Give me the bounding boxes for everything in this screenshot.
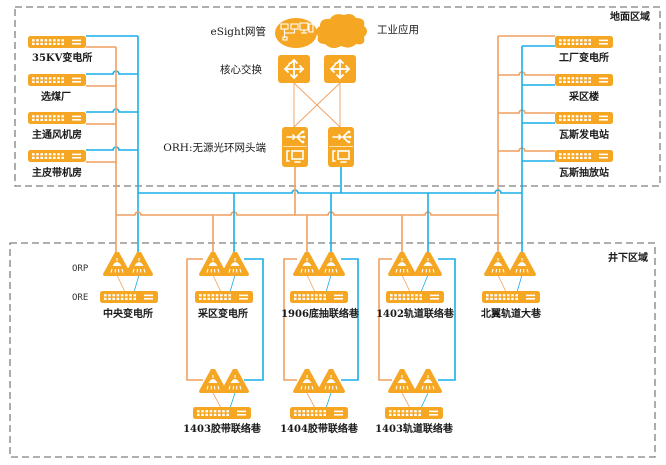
orp-splitter-icon xyxy=(220,368,250,394)
surface-zone-border xyxy=(14,6,661,187)
site-label: 35KV变电所 xyxy=(32,53,93,64)
switch-icon xyxy=(28,112,86,124)
site-label: 瓦斯发电站 xyxy=(559,130,609,141)
ore-switch-icon xyxy=(100,291,158,303)
site-label: 选煤厂 xyxy=(41,92,71,103)
orh-head-end-icon xyxy=(327,126,355,168)
ore-switch-icon xyxy=(290,291,348,303)
core-switch-label: 核心交换 xyxy=(220,64,262,76)
site-label: 主皮带机房 xyxy=(32,168,82,179)
ore-switch-icon xyxy=(386,291,444,303)
ring-buses xyxy=(116,167,522,252)
orp-splitter-icon xyxy=(387,251,417,277)
switch-icon xyxy=(555,150,613,162)
surface-left-links xyxy=(86,35,139,252)
orp-splitter-icon xyxy=(292,368,322,394)
switch-icon xyxy=(555,74,613,86)
industrial-app-cloud-icon xyxy=(315,14,367,49)
surface-zone-label: 地面区域 xyxy=(610,12,650,23)
switch-icon xyxy=(28,150,86,162)
site-label: 工厂变电所 xyxy=(559,53,609,64)
surface-right-links xyxy=(497,35,555,252)
site-label: 1402轨道联络巷 xyxy=(376,309,454,320)
orp-splitter-icon xyxy=(316,368,346,394)
orp-splitter-icon xyxy=(220,251,250,277)
orp-splitter-icon xyxy=(316,251,346,277)
orp-splitter-icon xyxy=(292,251,322,277)
ore-switch-icon xyxy=(482,291,540,303)
site-label: 北翼轨道大巷 xyxy=(481,309,541,320)
orp-splitter-icon xyxy=(507,251,537,277)
core-cross-links xyxy=(293,82,341,128)
orp-legend-label: ORP xyxy=(72,264,89,274)
switch-icon xyxy=(28,36,86,48)
site-label: 瓦斯抽放站 xyxy=(559,168,609,179)
ore-switch-icon xyxy=(385,407,443,419)
esight-nms-icon xyxy=(275,18,317,48)
orp-splitter-icon xyxy=(413,368,443,394)
site-label: 1906底抽联络巷 xyxy=(281,309,359,320)
orh-head-end-icon xyxy=(281,126,309,168)
industrial-app-label: 工业应用 xyxy=(377,24,419,36)
ore-legend-label: ORE xyxy=(72,293,89,303)
site-label: 中央变电所 xyxy=(103,309,153,320)
orp-splitter-icon xyxy=(387,368,417,394)
site-label: 主通风机房 xyxy=(32,130,82,141)
switch-icon xyxy=(555,112,613,124)
underground-zone-border xyxy=(9,242,656,458)
orp-splitter-icon xyxy=(483,251,513,277)
ore-switch-icon xyxy=(193,407,251,419)
underground-zone-label: 井下区域 xyxy=(608,253,648,264)
site-label: 采区楼 xyxy=(569,92,599,103)
orh-label: ORH:无源光环网头端 xyxy=(163,142,266,154)
orp-splitter-icon xyxy=(413,251,443,277)
orp-splitter-icon xyxy=(124,251,154,277)
core-switch-icon xyxy=(323,54,357,84)
ore-switch-icon xyxy=(195,291,253,303)
site-label: 1403轨道联络巷 xyxy=(375,424,453,435)
ore-switch-icon xyxy=(290,407,348,419)
esight-label: eSight网管 xyxy=(210,26,266,38)
orp-ore-links xyxy=(116,274,523,409)
site-label: 1404胶带联络巷 xyxy=(280,424,358,435)
underground-loops xyxy=(186,258,456,381)
site-label: 采区变电所 xyxy=(198,309,248,320)
switch-icon xyxy=(555,36,613,48)
switch-icon xyxy=(28,74,86,86)
core-switch-icon xyxy=(277,54,311,84)
site-label: 1403胶带联络巷 xyxy=(183,424,261,435)
